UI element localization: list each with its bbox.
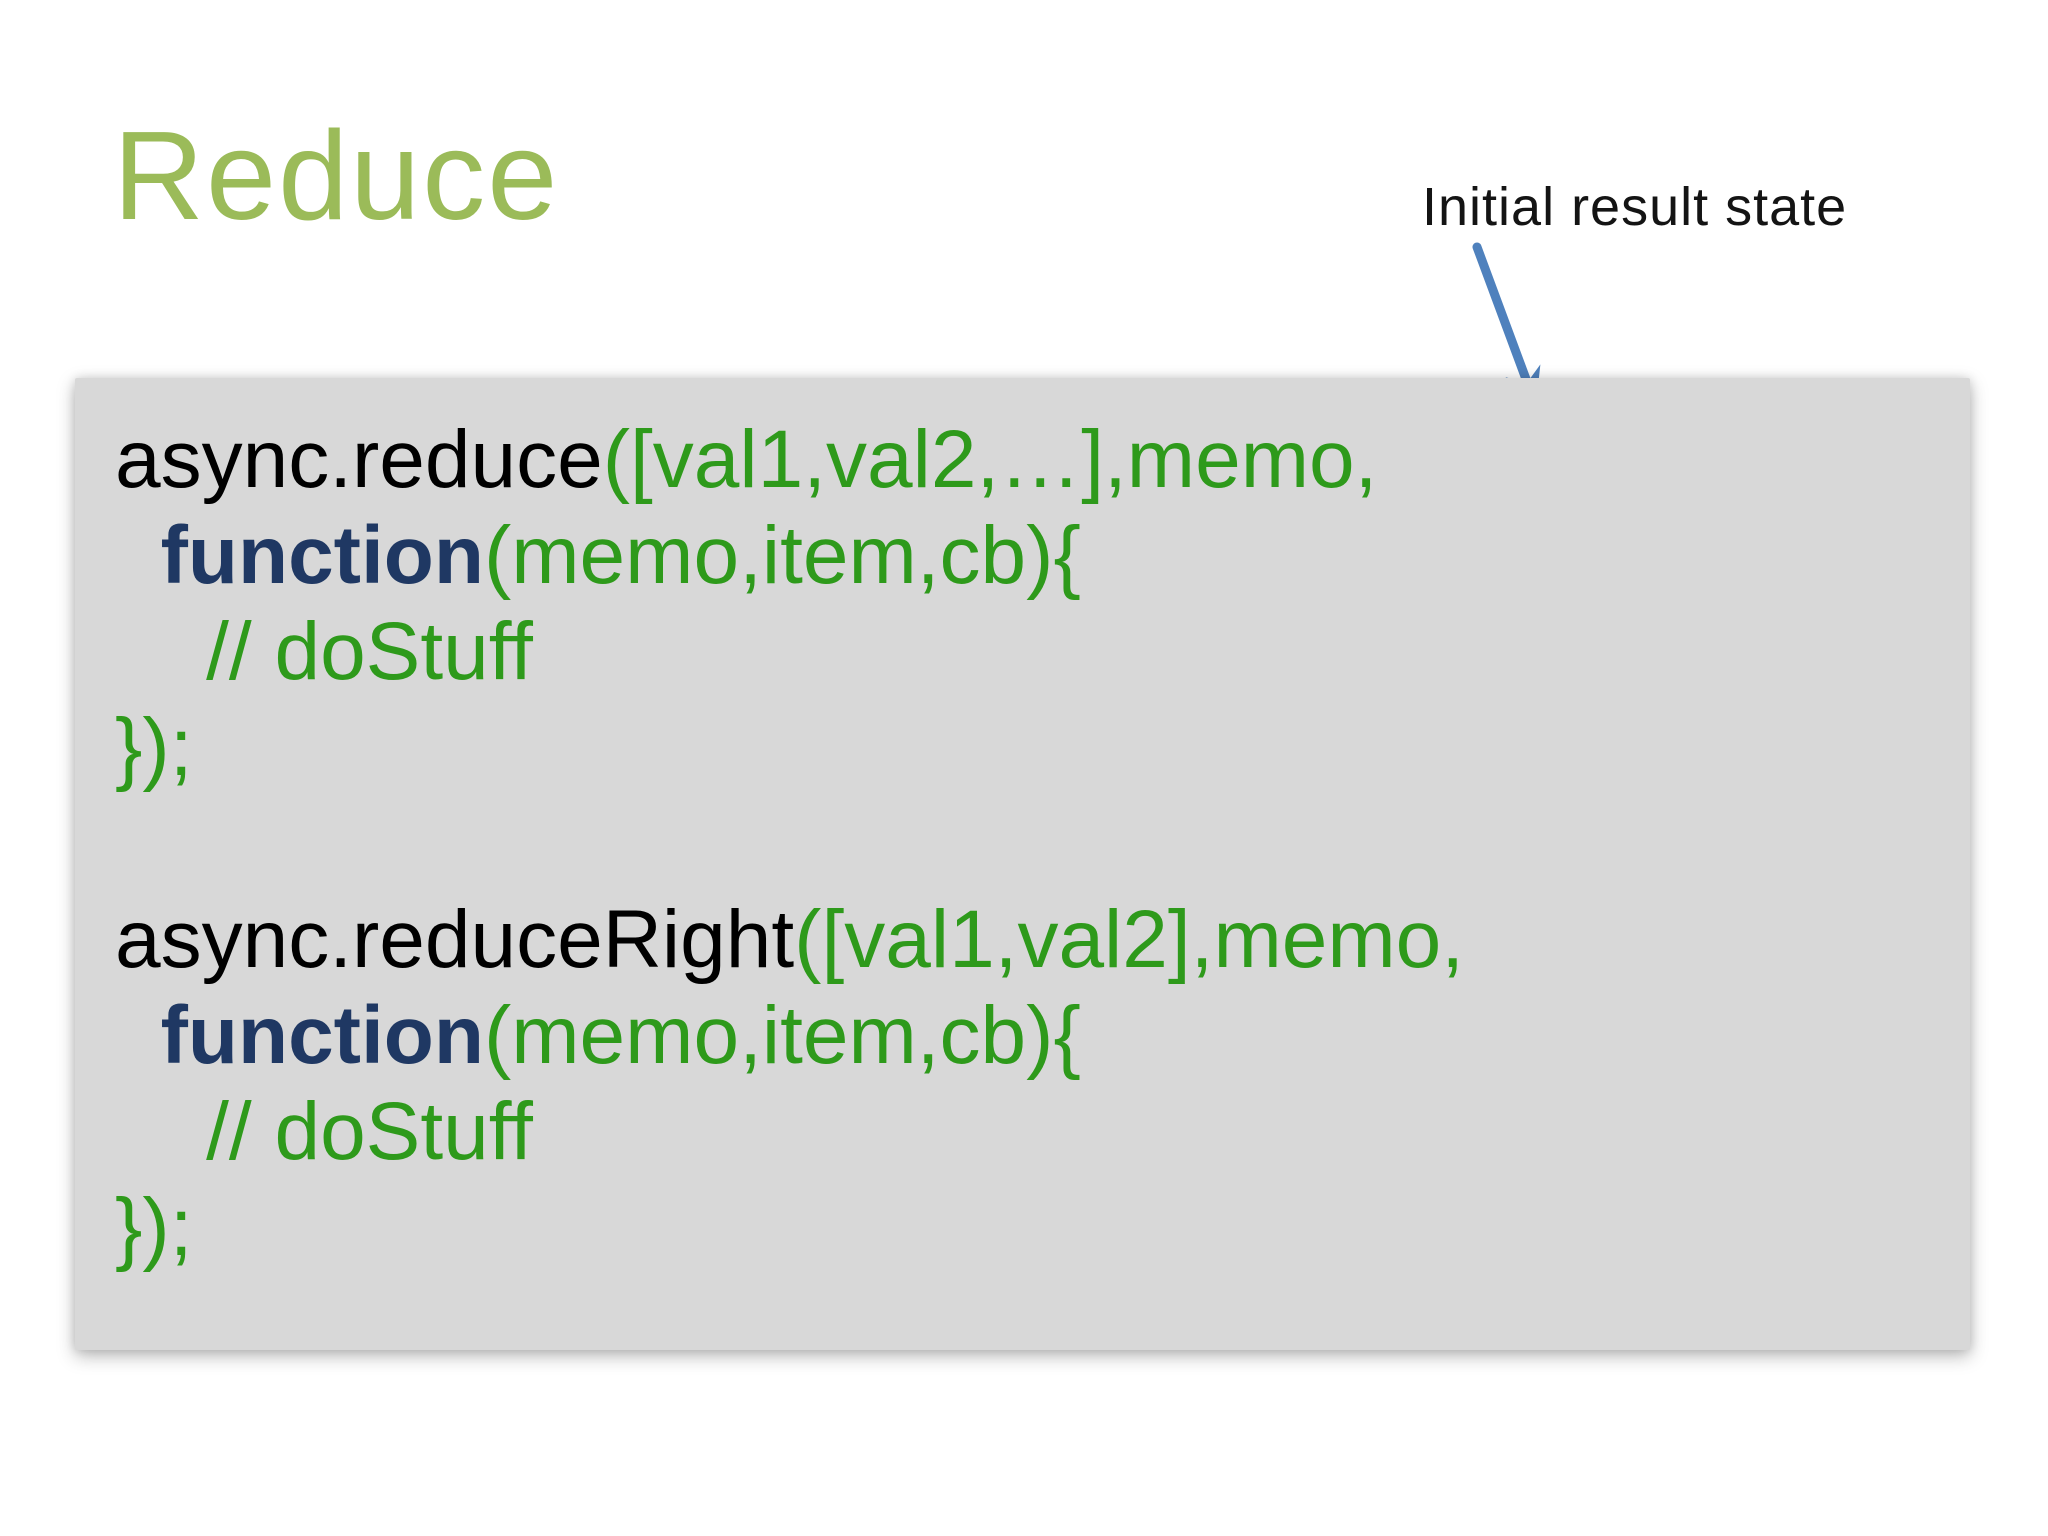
code-panel: async.reduce([val1,val2,…],memo, functio… <box>75 378 1970 1350</box>
code-segment-green: // doStuff <box>115 606 533 697</box>
annotation-label: Initial result state <box>1422 177 1848 237</box>
code-segment-plain: async.reduceRight <box>115 894 795 985</box>
code-segment-green: // doStuff <box>115 1086 533 1177</box>
code-segment-keyword: function <box>160 990 484 1081</box>
code-line: async.reduce([val1,val2,…],memo, <box>115 412 1930 508</box>
code-line: // doStuff <box>115 1084 1930 1180</box>
code-segment-green: }); <box>115 702 193 793</box>
code-segment-plain: async.reduce <box>115 414 603 505</box>
code-segment-green: ([val1,val2,…],memo, <box>602 414 1378 505</box>
code-line: async.reduceRight([val1,val2],memo, <box>115 892 1930 988</box>
code-line: }); <box>115 1180 1930 1276</box>
code-line: function(memo,item,cb){ <box>115 988 1930 1084</box>
code-segment-plain <box>115 510 161 601</box>
code-segment-plain <box>115 990 161 1081</box>
code-line: function(memo,item,cb){ <box>115 508 1930 604</box>
code-line: // doStuff <box>115 604 1930 700</box>
code-segment-green: (memo,item,cb){ <box>483 510 1081 601</box>
code-segment-green: (memo,item,cb){ <box>483 990 1081 1081</box>
code-line <box>115 796 1930 892</box>
code-segment-green: }); <box>115 1182 193 1273</box>
code-line: }); <box>115 700 1930 796</box>
code-segment-green: ([val1,val2],memo, <box>794 894 1465 985</box>
code-segment-keyword: function <box>160 510 484 601</box>
code-block: async.reduce([val1,val2,…],memo, functio… <box>115 412 1930 1276</box>
slide-title: Reduce <box>113 105 560 246</box>
